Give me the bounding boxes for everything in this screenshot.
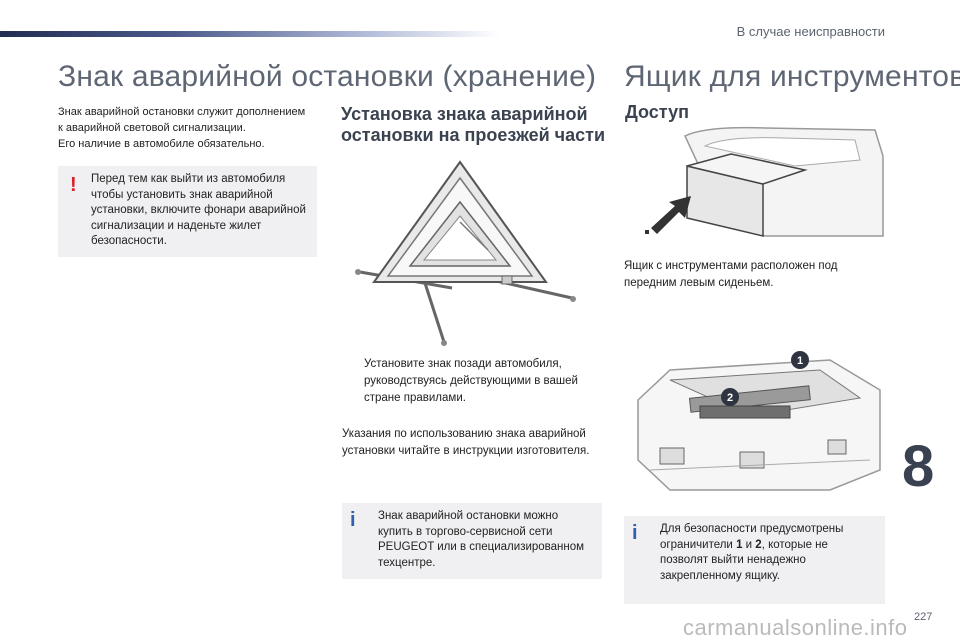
purchase-info-text: Знак аварийной остановки можно купить в … bbox=[378, 510, 585, 569]
intro-text: Знак аварийной остановки служит дополнен… bbox=[58, 104, 328, 152]
install-instruction-text: Установите знак позади автомобиля, руков… bbox=[364, 358, 578, 404]
limiters-info-text: Для безопасности предусмотрены ограничит… bbox=[660, 523, 844, 582]
purchase-info-note: i Знак аварийной остановки можно купить … bbox=[342, 503, 602, 579]
chapter-number: 8 bbox=[902, 434, 935, 499]
manufacturer-instructions-text: Указания по использованию знака аварийно… bbox=[342, 428, 590, 457]
watermark: carmanualsonline.info bbox=[683, 615, 908, 640]
installation-heading: Установка знака аварийной остановки на п… bbox=[341, 104, 606, 145]
warning-note: ! Перед тем как выйти из автомобиля чтоб… bbox=[58, 166, 317, 257]
toolbox-location-text: Ящик с инструментами расположен под пере… bbox=[624, 260, 838, 289]
callout-1 bbox=[791, 351, 809, 369]
callout-2-label: 2 bbox=[727, 392, 733, 404]
header-accent-bar bbox=[0, 31, 500, 37]
chapter-title: В случае неисправности bbox=[736, 24, 885, 39]
warning-triangle-illustration bbox=[355, 160, 576, 346]
page-number: 227 bbox=[914, 611, 933, 623]
install-instruction: Установите знак позади автомобиля, руков… bbox=[342, 356, 612, 407]
toolbox-title: Ящик для инструментов bbox=[624, 60, 960, 93]
intro-line-1: Знак аварийной остановки служит дополнен… bbox=[58, 106, 306, 118]
limiters-info-note: i Для безопасности предусмотрены огранич… bbox=[624, 516, 885, 604]
triangle-leg-front bbox=[422, 279, 446, 343]
hazard-sign-storage-title: Знак аварийной остановки (хранение) bbox=[58, 60, 597, 93]
intro-line-2: к аварийной световой сигнализации. bbox=[58, 122, 246, 134]
access-heading: Доступ bbox=[625, 102, 689, 122]
info-icon: i bbox=[632, 522, 638, 544]
seat-toolbox-illustration bbox=[645, 126, 884, 237]
pull-arrow-icon bbox=[645, 196, 691, 234]
toolbox-tray-illustration: 1 2 bbox=[637, 351, 881, 491]
limiter-2 bbox=[699, 405, 791, 419]
warning-icon: ! bbox=[70, 174, 77, 196]
callout-2 bbox=[721, 388, 739, 406]
warning-text: Перед тем как выйти из автомобиля чтобы … bbox=[91, 173, 306, 247]
info-icon: i bbox=[350, 509, 356, 531]
callout-1-label: 1 bbox=[797, 355, 803, 367]
toolbox-top bbox=[686, 153, 808, 185]
intro-line-3: Его наличие в автомобиле обязательно. bbox=[58, 138, 265, 150]
